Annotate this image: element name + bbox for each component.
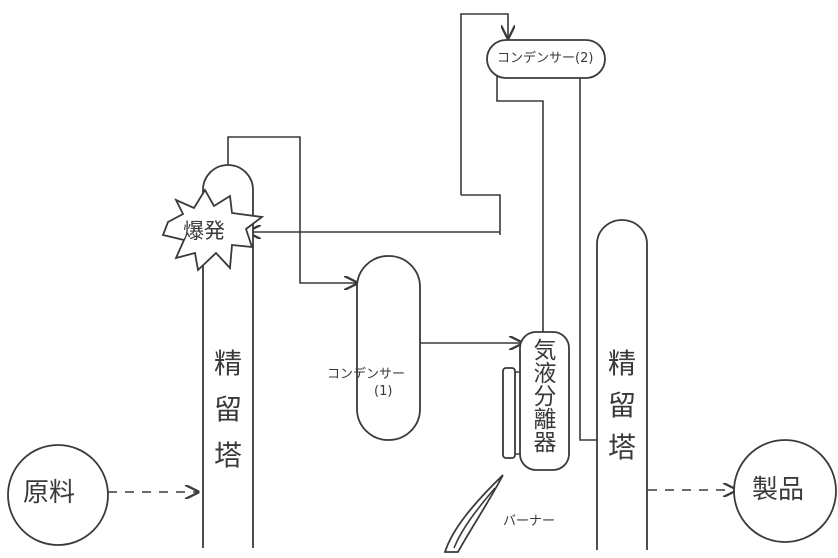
- column1-label: 精 留 塔: [213, 347, 242, 472]
- burner-label: バーナー: [503, 514, 556, 529]
- explosion-starburst-icon: [161, 188, 265, 272]
- column1-vessel: [202, 164, 254, 548]
- pipe-separator-to-condenser2: [496, 65, 544, 332]
- product-label: 製品: [752, 475, 805, 505]
- condenser2-label: コンデンサー(2): [497, 51, 594, 66]
- column2-label: 精 留 塔: [607, 347, 636, 464]
- pipe-loop-to-return: [461, 194, 501, 235]
- pipes: [108, 13, 736, 492]
- pipe-top-loop: [460, 13, 508, 195]
- separator-sight-glass-pipes: [515, 371, 520, 455]
- separator-sight-glass: [502, 367, 516, 459]
- condenser1-label: コンデンサー: [327, 367, 406, 382]
- separator-vessel: [519, 331, 570, 471]
- column2-vessel: [596, 219, 648, 550]
- raw-material-label: 原料: [23, 478, 76, 508]
- condenser2-vessel: [486, 39, 606, 79]
- separator-label: 気 液 分 離 器: [533, 338, 557, 456]
- burner-flame-inner: [453, 487, 496, 549]
- product-circle: [733, 439, 837, 543]
- condenser1-vessel: [356, 255, 421, 441]
- condenser1-number: (1): [374, 384, 393, 399]
- raw-material-circle: [7, 444, 109, 546]
- explosion-label: 爆発: [183, 219, 225, 243]
- pipe-condenser2-to-column2: [579, 77, 597, 441]
- pipe-column1-to-condenser1: [227, 136, 357, 283]
